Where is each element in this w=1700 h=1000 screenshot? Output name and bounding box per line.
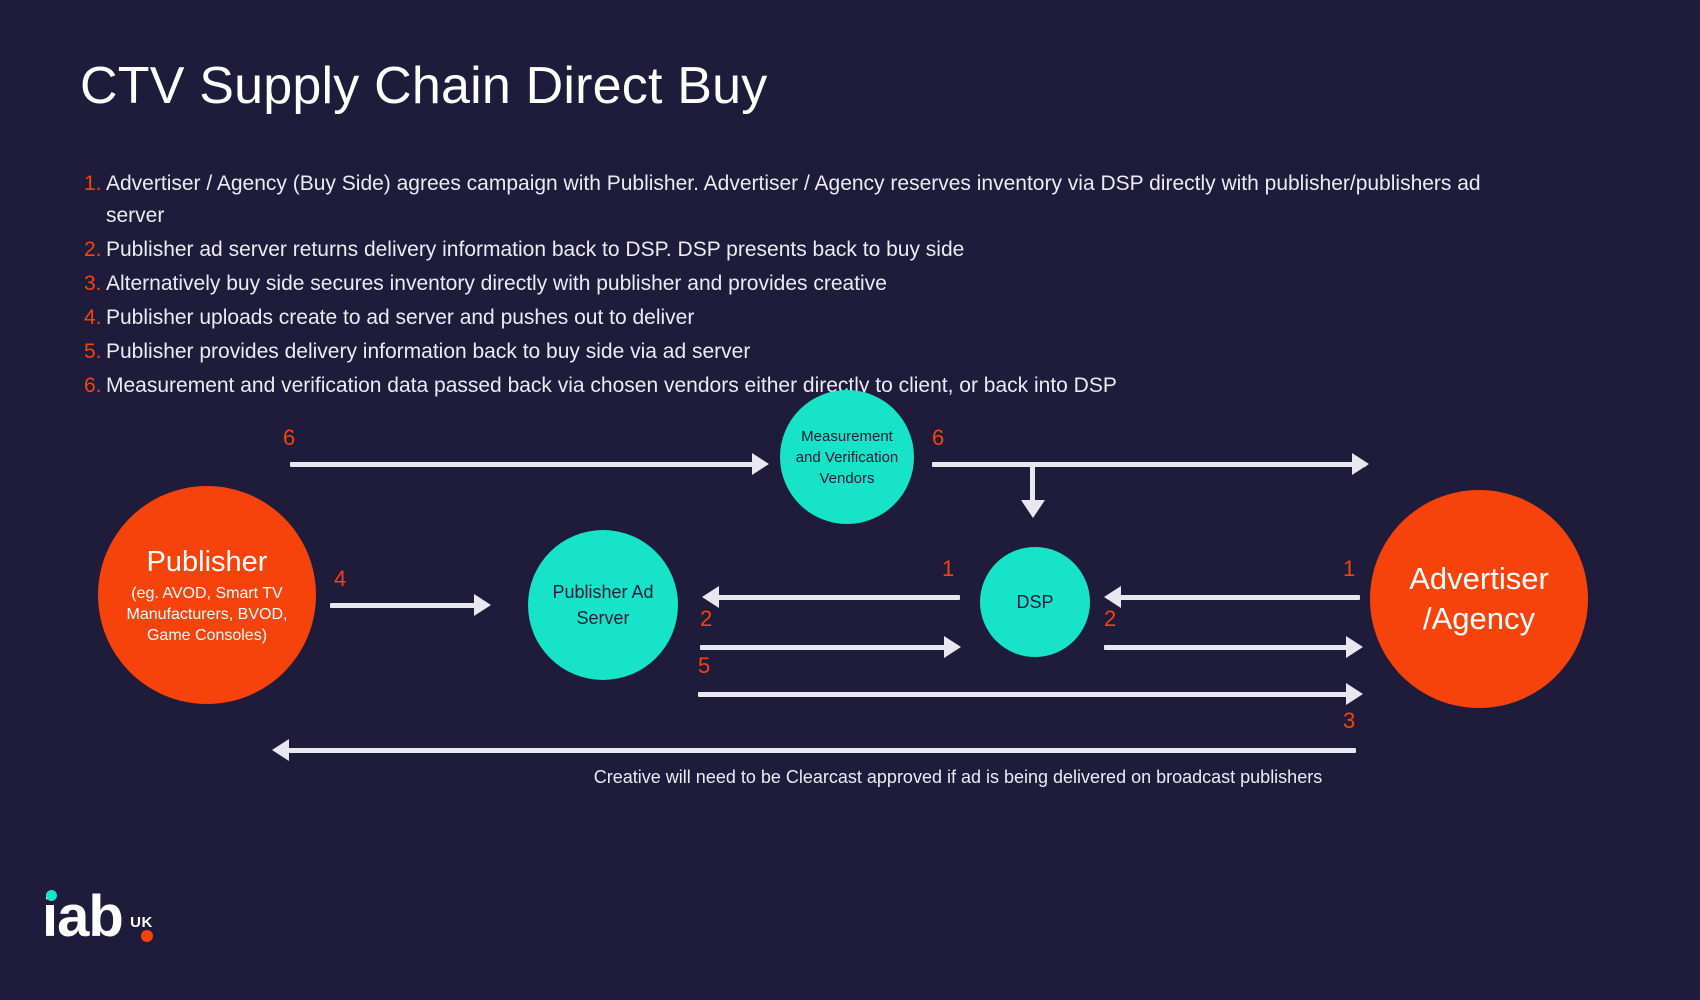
list-item: 4. Publisher uploads create to ad server… (84, 302, 1504, 334)
arrow-label-6-vendors-to-advertiser: 6 (932, 425, 945, 450)
arrow-vendors-to-advertiser-line (932, 462, 1366, 467)
list-item-text: Publisher uploads create to ad server an… (106, 306, 695, 329)
list-item-text: Measurement and verification data passed… (106, 374, 1117, 397)
steps-list: 1. Advertiser / Agency (Buy Side) agrees… (84, 168, 1504, 404)
arrow-adserver-to-advertiser-line (698, 692, 1352, 697)
arrow-label-2-dsp-to-advertiser: 2 (1104, 606, 1117, 631)
arrow-dsp-to-adserver-line (710, 595, 960, 600)
supply-chain-diagram: Publisher (eg. AVOD, Smart TV Manufactur… (0, 390, 1700, 820)
arrow-label-5: 5 (698, 653, 711, 678)
arrow-dsp-to-advertiser-line (1104, 645, 1352, 650)
arrow-publisher-to-vendors-head (752, 453, 769, 475)
node-dsp: DSP (980, 547, 1090, 657)
list-item-text: Publisher provides delivery information … (106, 340, 751, 363)
arrow-dsp-to-advertiser-head (1346, 636, 1363, 658)
list-item: 2. Publisher ad server returns delivery … (84, 234, 1504, 266)
list-item: 3. Alternatively buy side secures invent… (84, 268, 1504, 300)
list-item-text: Alternatively buy side secures inventory… (106, 272, 887, 295)
list-item: 1. Advertiser / Agency (Buy Side) agrees… (84, 168, 1504, 232)
diagram-caption: Creative will need to be Clearcast appro… (593, 767, 1323, 787)
list-item-number: 6. (84, 374, 102, 397)
node-measurement-verification-vendors-label: Measurement and Verification Vendors (795, 427, 899, 487)
node-publisher-title: Publisher (146, 545, 268, 578)
arrow-vendors-to-advertiser-head (1352, 453, 1369, 475)
logo-region: UK (130, 914, 153, 931)
arrow-label-2-adserver-to-dsp: 2 (700, 606, 713, 631)
arrow-label-6-publisher-to-vendors: 6 (283, 425, 296, 450)
node-publisher-ad-server-label: Publisher Ad Server (552, 582, 654, 628)
arrow-advertiser-to-dsp-line (1112, 595, 1360, 600)
logo-wordmark: iab UK (42, 888, 153, 946)
list-item-text: Advertiser / Agency (Buy Side) agrees ca… (106, 172, 1481, 227)
arrow-label-4: 4 (334, 566, 347, 591)
node-publisher: Publisher (eg. AVOD, Smart TV Manufactur… (98, 486, 316, 704)
arrow-publisher-to-adserver-line (330, 603, 480, 608)
node-advertiser-line1: Advertiser (1409, 561, 1549, 596)
arrow-advertiser-to-publisher-head (272, 739, 289, 761)
arrow-publisher-to-adserver-head (474, 594, 491, 616)
arrow-adserver-to-advertiser-head (1346, 683, 1363, 705)
node-dsp-label: DSP (1016, 592, 1054, 612)
list-item-text: Publisher ad server returns delivery inf… (106, 238, 965, 261)
node-publisher-ad-server: Publisher Ad Server (528, 530, 678, 680)
node-advertiser-agency: Advertiser /Agency (1370, 490, 1588, 708)
list-item-number: 2. (84, 238, 102, 261)
arrow-label-1-dsp-to-adserver: 1 (942, 556, 955, 581)
arrow-adserver-to-dsp-line (700, 645, 950, 650)
arrow-label-3: 3 (1343, 708, 1356, 733)
arrow-advertiser-to-publisher-line (288, 748, 1356, 753)
list-item-number: 4. (84, 306, 102, 329)
arrow-vendors-to-dsp-line (1030, 462, 1035, 504)
arrow-vendors-to-dsp-head (1021, 500, 1045, 518)
arrow-dsp-to-adserver-head (702, 586, 719, 608)
node-publisher-subtitle: (eg. AVOD, Smart TV Manufacturers, BVOD,… (126, 584, 288, 644)
list-item-number: 5. (84, 340, 102, 363)
logo-dot-icon (46, 890, 57, 901)
list-item-number: 1. (84, 172, 102, 195)
logo-accent-dot-icon (140, 930, 153, 942)
page-title: CTV Supply Chain Direct Buy (80, 57, 768, 115)
iab-uk-logo: iab UK (42, 888, 153, 950)
list-item: 5. Publisher provides delivery informati… (84, 336, 1504, 368)
arrow-adserver-to-dsp-head (944, 636, 961, 658)
arrow-label-1-advertiser-to-dsp: 1 (1343, 556, 1356, 581)
arrow-advertiser-to-dsp-head (1104, 586, 1121, 608)
node-measurement-verification-vendors: Measurement and Verification Vendors (780, 390, 914, 524)
node-advertiser-line2: /Agency (1422, 601, 1535, 636)
list-item: 6. Measurement and verification data pas… (84, 370, 1504, 402)
arrow-publisher-to-vendors-line (290, 462, 765, 467)
list-item-number: 3. (84, 272, 102, 295)
